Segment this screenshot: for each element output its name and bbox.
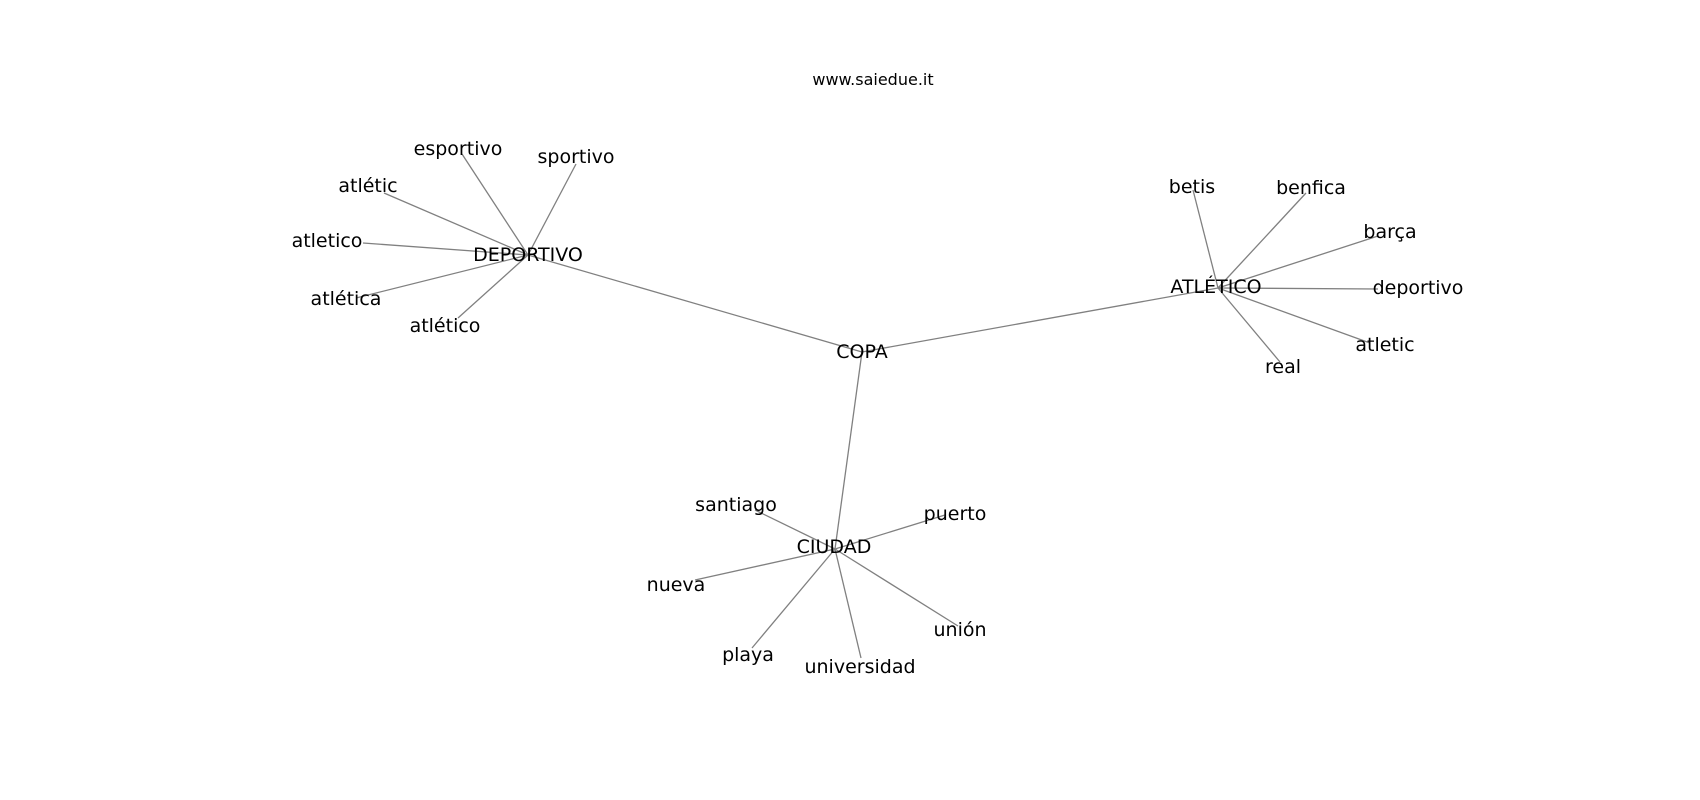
edge-atletico-benfica <box>1217 192 1307 289</box>
node-leaf-esportivo: esportivo <box>414 138 503 160</box>
edge-ciudad-nueva <box>694 548 836 581</box>
node-leaf-real: real <box>1265 356 1301 378</box>
site-title: www.saiedue.it <box>812 70 934 89</box>
node-leaf-deportivo: deportivo <box>1373 277 1464 299</box>
edge-ciudad-union <box>834 548 959 627</box>
edge-center-ciudad <box>834 351 863 550</box>
labels-layer: COPA DEPORTIVO esportivo sportivo atlétic atl… <box>292 138 1464 678</box>
edge-atletico-atletic <box>1217 287 1371 344</box>
edge-deportivo-atletica <box>355 254 529 299</box>
edge-ciudad-universidad <box>834 548 862 659</box>
edge-ciudad-puerto <box>834 514 946 550</box>
edge-deportivo-esportivo <box>461 153 529 256</box>
edge-center-atletico <box>861 287 1219 353</box>
node-leaf-atletic: atletic <box>1355 334 1414 356</box>
node-leaf-nueva: nueva <box>647 574 706 596</box>
node-hub-deportivo: DEPORTIVO <box>473 244 583 266</box>
node-leaf-atletico: atlético <box>410 315 481 337</box>
node-leaf-barca: barça <box>1363 221 1416 243</box>
node-leaf-union: unión <box>933 619 986 641</box>
edge-ciudad-santiago <box>754 509 836 550</box>
node-hub-ciudad: CIUDAD <box>797 536 872 558</box>
edge-atletico-betis <box>1192 189 1219 289</box>
edges-layer <box>355 153 1379 659</box>
node-leaf-atletico: atletico <box>292 230 363 252</box>
node-leaf-universidad: universidad <box>804 656 915 678</box>
node-leaf-atletica: atlética <box>311 288 382 310</box>
edge-center-deportivo <box>527 254 863 353</box>
edge-atletico-deportivo <box>1217 287 1379 290</box>
edge-deportivo-atletic <box>383 192 529 256</box>
edge-deportivo-atletico <box>362 242 529 256</box>
node-leaf-betis: betis <box>1169 176 1215 198</box>
node-leaf-playa: playa <box>722 644 774 666</box>
edge-atletico-real <box>1217 287 1281 363</box>
edge-deportivo-atletico <box>457 254 529 319</box>
edge-atletico-barca <box>1217 235 1379 289</box>
node-leaf-benfica: benfica <box>1276 177 1346 199</box>
node-leaf-puerto: puerto <box>924 503 987 525</box>
edge-ciudad-playa <box>751 548 836 649</box>
node-leaf-atletic: atlétic <box>338 175 397 197</box>
node-center-copa: COPA <box>836 341 887 363</box>
node-leaf-santiago: santiago <box>695 494 777 516</box>
node-leaf-sportivo: sportivo <box>538 146 615 168</box>
edge-deportivo-sportivo <box>527 163 577 256</box>
node-hub-atletico: ATLÉTICO <box>1170 275 1261 298</box>
